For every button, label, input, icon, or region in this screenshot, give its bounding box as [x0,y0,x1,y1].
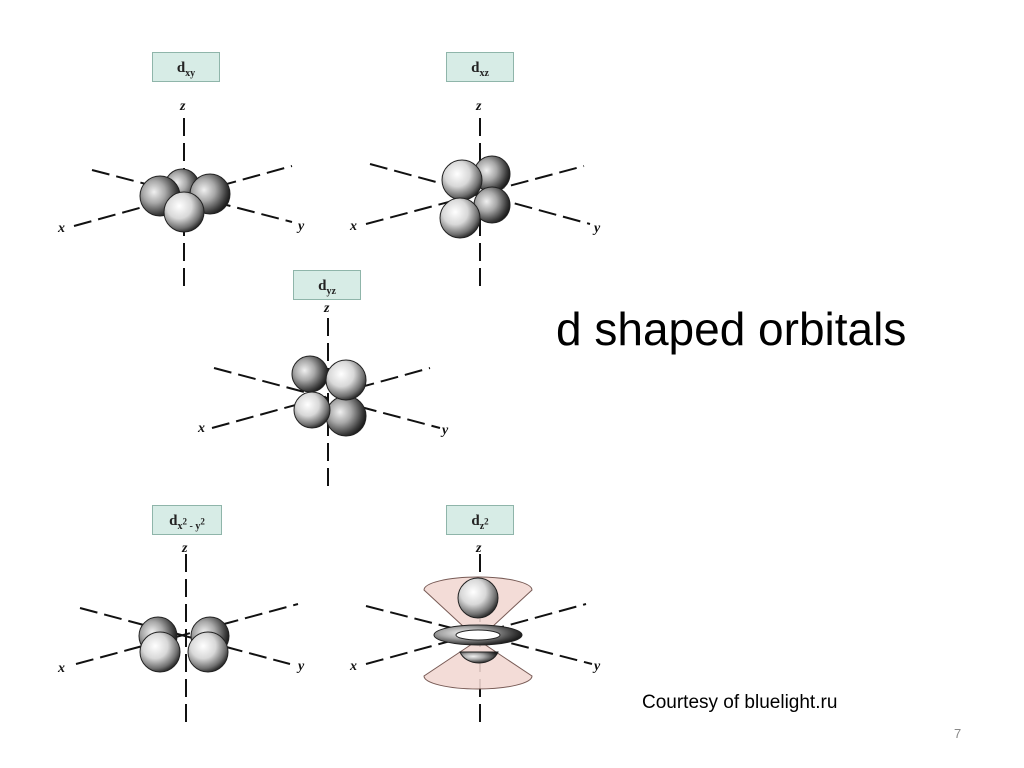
lobes-dz2 [433,577,523,664]
axis-label-z: z [475,541,482,556]
axis-label-x: x [197,421,205,436]
label-dxz: dxz [446,52,514,82]
axes-dx2-y2 [75,554,299,724]
orbital-dxy: z x y [57,99,305,290]
axis-label-y: y [592,659,601,674]
axis-label-x: x [349,219,357,234]
axis-label-z: z [475,99,482,114]
orbital-dyz: z x y [197,301,449,492]
axis-label-z: z [179,99,186,114]
lobes-dxz [439,155,511,239]
axis-label-z: z [181,541,188,556]
lobes-dxy [139,168,231,233]
page-number: 7 [954,726,962,741]
orbital-dx2-y2: z x y [57,541,305,724]
slide-title: d shaped orbitals [556,303,907,355]
label-dx2-y2: dx2 - y2 [152,505,222,535]
label-dz2: dz2 [446,505,514,535]
axis-label-y: y [440,423,449,438]
lobes-dx2-y2 [138,616,230,673]
axis-label-y: y [296,219,305,234]
axis-label-y: y [592,221,601,236]
orbital-dxz: z x y [349,99,601,288]
axis-label-z: z [323,301,330,316]
axis-label-x: x [57,221,65,236]
lobes-dyz [291,355,367,437]
orbital-dz2: z x y [349,541,601,722]
label-dyz: dyz [293,270,361,300]
axis-label-y: y [296,659,305,674]
label-dxy: dxy [152,52,220,82]
lower-cone [423,639,533,690]
axis-label-x: x [349,659,357,674]
credit-text: Courtesy of bluelight.ru [642,692,838,713]
axis-label-x: x [57,661,65,676]
